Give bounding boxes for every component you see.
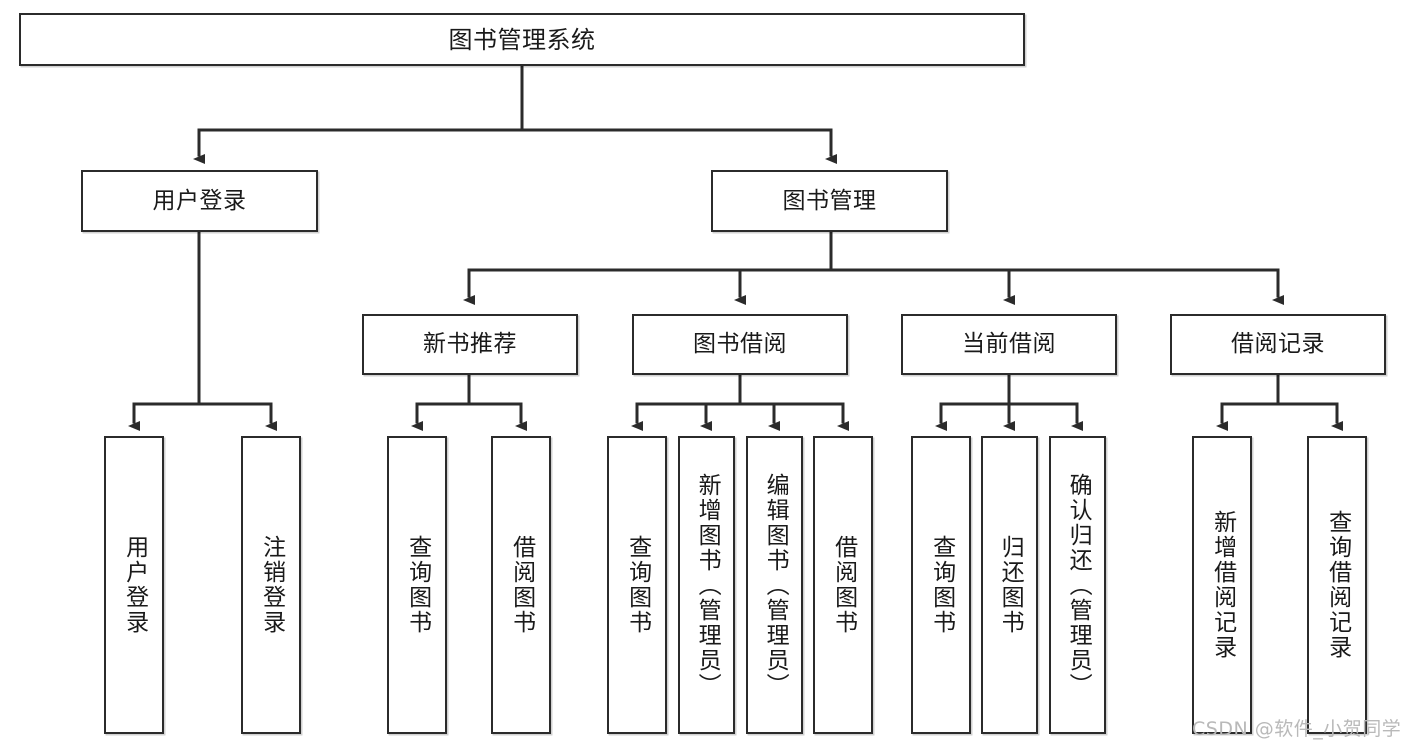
node-leaf-borrow-book-a[interactable]: 借阅图书: [491, 436, 551, 734]
node-label: 新增图书（管理员）: [694, 472, 721, 698]
node-current-borrow[interactable]: 当前借阅: [901, 314, 1117, 375]
csdn-watermark: CSDN @软件_小贺同学: [1192, 718, 1402, 740]
node-label: 新增借阅记录: [1209, 510, 1236, 660]
node-new-book-recommend[interactable]: 新书推荐: [362, 314, 578, 375]
node-root-system[interactable]: 图书管理系统: [19, 13, 1025, 66]
node-label: 借阅记录: [1231, 331, 1325, 358]
node-borrow-record[interactable]: 借阅记录: [1170, 314, 1386, 375]
node-user-login[interactable]: 用户登录: [81, 170, 318, 232]
node-label: 用户登录: [121, 535, 148, 635]
node-label: 归还图书: [997, 535, 1024, 635]
node-label: 图书借阅: [693, 331, 787, 358]
node-label: 查询图书: [624, 535, 651, 635]
node-label: 当前借阅: [962, 331, 1056, 358]
node-label: 用户登录: [152, 187, 247, 214]
node-label: 图书管理: [782, 187, 877, 214]
node-leaf-query-record[interactable]: 查询借阅记录: [1307, 436, 1367, 734]
node-leaf-logout[interactable]: 注销登录: [241, 436, 301, 734]
node-leaf-add-record[interactable]: 新增借阅记录: [1192, 436, 1252, 734]
node-label: 查询图书: [404, 535, 431, 635]
node-leaf-query-book-c[interactable]: 查询图书: [911, 436, 971, 734]
node-label: 借阅图书: [508, 535, 535, 635]
node-leaf-edit-book[interactable]: 编辑图书（管理员）: [746, 436, 803, 734]
node-leaf-query-book-a[interactable]: 查询图书: [387, 436, 447, 734]
node-leaf-confirm-return[interactable]: 确认归还（管理员）: [1049, 436, 1106, 734]
node-label: 图书管理系统: [448, 25, 596, 54]
node-leaf-return-book[interactable]: 归还图书: [981, 436, 1038, 734]
node-leaf-query-book-b[interactable]: 查询图书: [607, 436, 667, 734]
node-leaf-user-login[interactable]: 用户登录: [104, 436, 164, 734]
node-leaf-borrow-book-b[interactable]: 借阅图书: [813, 436, 873, 734]
node-label: 注销登录: [258, 535, 285, 635]
node-label: 编辑图书（管理员）: [762, 472, 789, 698]
node-label: 查询借阅记录: [1324, 510, 1351, 660]
node-book-manage[interactable]: 图书管理: [711, 170, 948, 232]
node-book-borrow[interactable]: 图书借阅: [632, 314, 848, 375]
node-label: 确认归还（管理员）: [1065, 472, 1092, 698]
node-label: 借阅图书: [830, 535, 857, 635]
node-leaf-add-book[interactable]: 新增图书（管理员）: [678, 436, 735, 734]
node-label: 新书推荐: [423, 331, 517, 358]
node-label: 查询图书: [928, 535, 955, 635]
